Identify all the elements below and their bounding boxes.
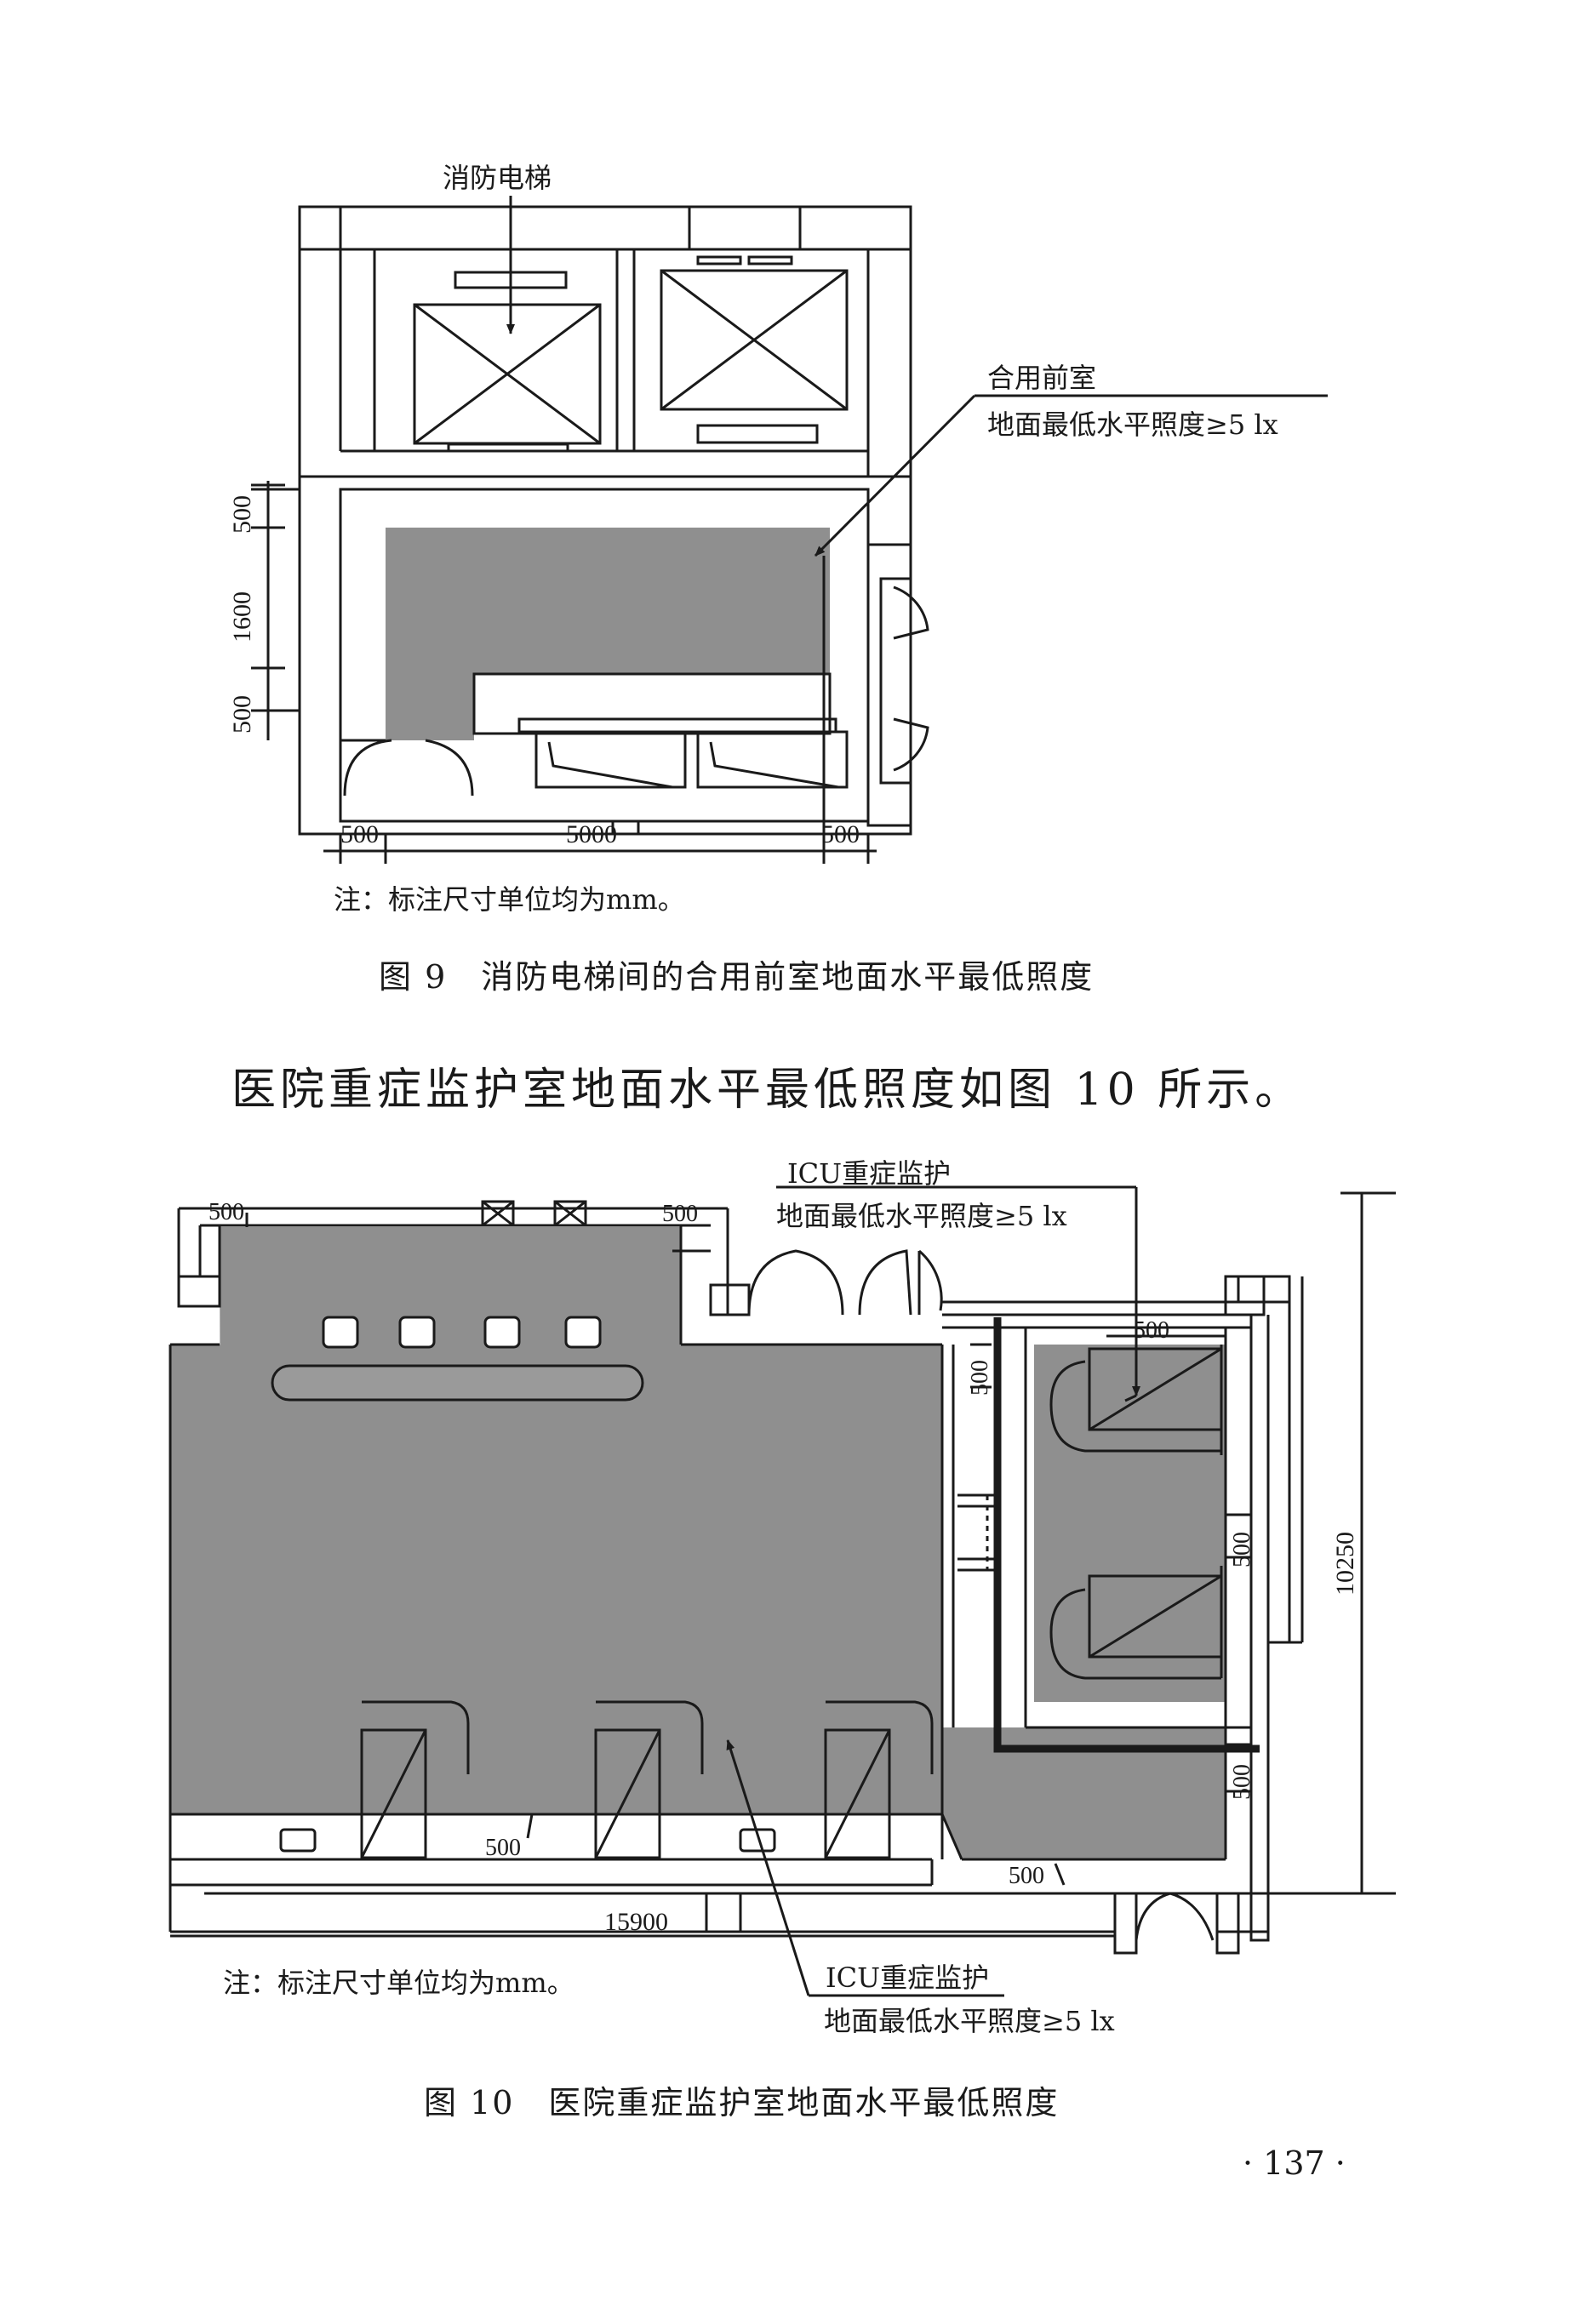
dim-500-vertical-1: 500 — [967, 1360, 993, 1396]
label-shared-lobby: 合用前室 — [987, 362, 1096, 394]
elevator-car-right — [660, 269, 849, 411]
dim-15900: 15900 — [604, 1908, 668, 1936]
dim-500-top-left: 500 — [209, 1199, 244, 1225]
dim-500-inner-room: 500 — [1134, 1317, 1169, 1344]
page-number: · 137 · — [1243, 2144, 1346, 2182]
bed-bottom-3 — [824, 1728, 891, 1859]
dim-5000: 5000 — [566, 820, 617, 848]
dim-10250: 10250 — [1331, 1532, 1359, 1596]
dim-500-bottom-right: 500 — [1009, 1863, 1044, 1889]
body-paragraph: 医院重症监护室地面水平最低照度如图 10 所示。 — [231, 1065, 1304, 1116]
figure-9-caption: 图 9 消防电梯间的合用前室地面水平最低照度 — [379, 958, 1095, 996]
icu-floor-main-gray — [220, 1227, 942, 1814]
figure-9-plan — [251, 196, 1328, 864]
dim-500-bottom: 500 — [228, 695, 256, 734]
figure-10-note: 注：标注尺寸单位均为mm。 — [223, 1967, 574, 1999]
label-icu-lux-bottom: 地面最低水平照度≥5 lx — [824, 2005, 1115, 2037]
dim-500-top: 500 — [228, 495, 256, 534]
label-lobby-lux: 地面最低水平照度≥5 lx — [987, 408, 1278, 441]
label-icu-top: ICU重症监护 — [787, 1157, 951, 1190]
dim-500-vertical-2: 500 — [1229, 1532, 1255, 1567]
dim-500-top-right: 500 — [662, 1201, 698, 1227]
label-icu-bottom: ICU重症监护 — [826, 1961, 989, 1994]
figure-10-caption: 图 10 医院重症监护室地面水平最低照度 — [424, 2084, 1060, 2121]
dim-500-left: 500 — [340, 820, 379, 848]
lobby-floor-gray — [386, 528, 830, 740]
bed-bottom-1 — [360, 1728, 427, 1859]
bed-bottom-2 — [594, 1728, 661, 1859]
label-icu-lux-top: 地面最低水平照度≥5 lx — [776, 1200, 1067, 1232]
figure-9-note: 注：标注尺寸单位均为mm。 — [334, 883, 685, 916]
dim-500-vertical-3: 500 — [1229, 1764, 1255, 1800]
dim-1600: 1600 — [228, 591, 256, 642]
dim-500-bottom: 500 — [485, 1835, 521, 1861]
label-fire-elevator: 消防电梯 — [443, 162, 552, 194]
figure-10-plan — [169, 1185, 1396, 1997]
icu-floor-inner-gray — [1034, 1345, 1226, 1702]
dim-500-right: 500 — [821, 820, 860, 848]
